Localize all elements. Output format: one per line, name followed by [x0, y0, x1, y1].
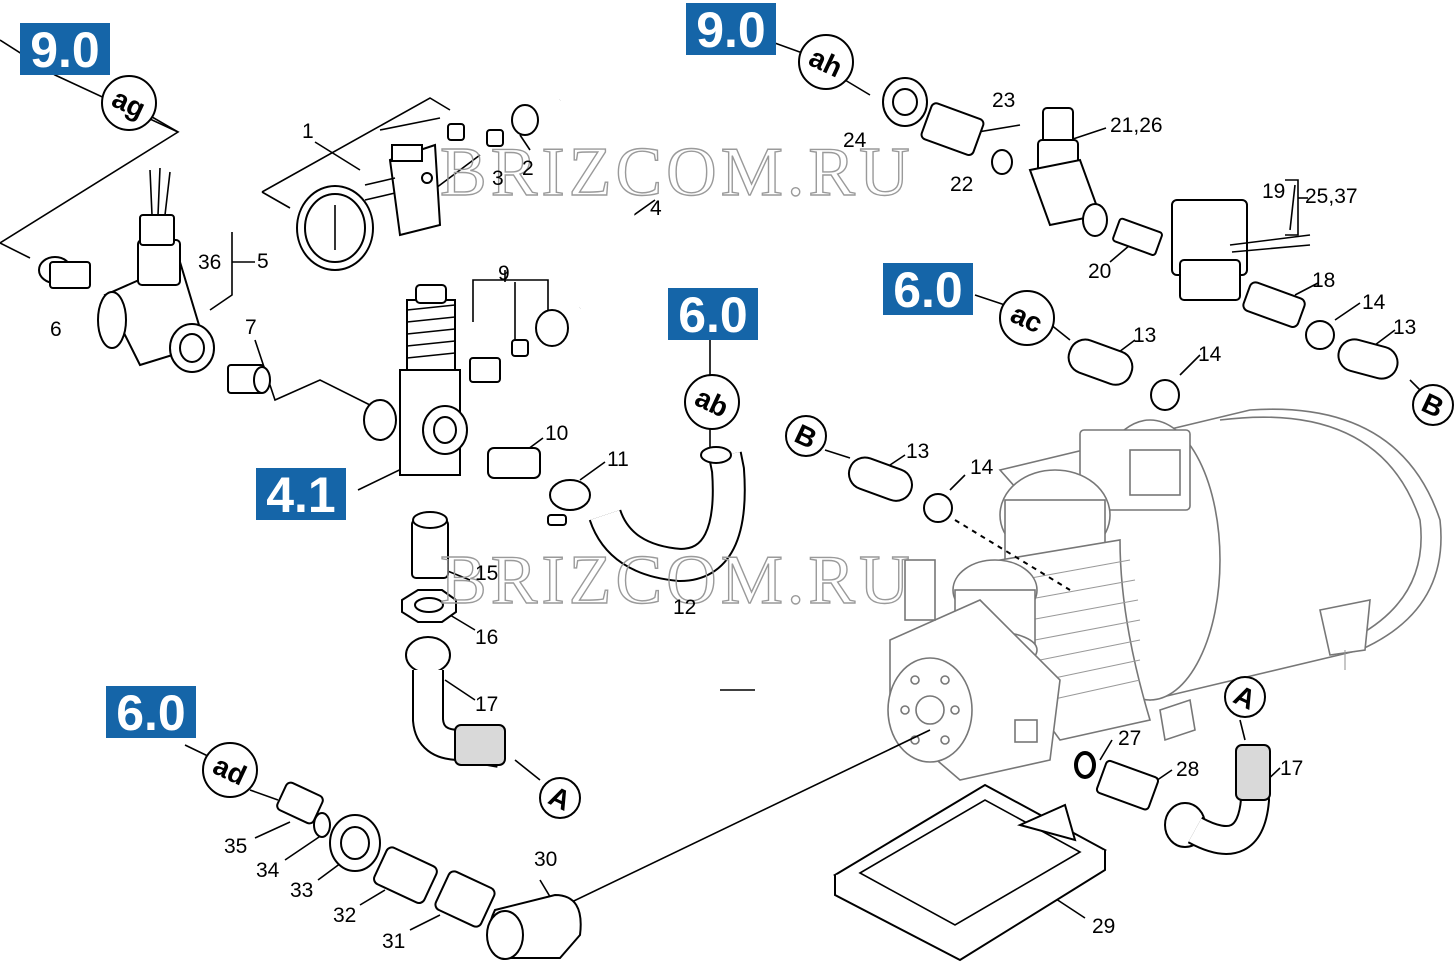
- hidden-line: [954, 519, 1071, 591]
- callout: 18: [1312, 269, 1335, 292]
- callout: 34: [256, 859, 280, 882]
- section-box: [668, 288, 758, 340]
- watermark-middle: BRIZCOM.RU: [440, 542, 914, 619]
- callout: 15: [475, 562, 498, 585]
- callout: 27: [1118, 727, 1141, 750]
- callout: 24: [843, 129, 867, 152]
- callout: 1: [302, 120, 314, 143]
- section-label: 6.0: [893, 262, 963, 318]
- section-label: 4.1: [266, 467, 336, 523]
- callout: 10: [545, 422, 568, 445]
- callout: 14: [1362, 291, 1386, 314]
- section-label: 9.0: [696, 2, 766, 58]
- callout: 13: [1133, 324, 1156, 347]
- section-box: [106, 686, 196, 738]
- callouts: 1 2 3 4 5 6 7 9 10 11 12 13 13 13 14 14 …: [50, 89, 1416, 953]
- callout: 4: [650, 197, 662, 220]
- ref-circle: [202, 742, 258, 798]
- ref-circle: [684, 374, 740, 430]
- watermark-top: BRIZCOM.RU: [440, 134, 914, 211]
- section-label: 6.0: [678, 287, 748, 343]
- ref-circle: [1224, 676, 1266, 718]
- callout: 31: [382, 930, 405, 953]
- callout: 17: [1280, 757, 1303, 780]
- section-box: [686, 3, 776, 55]
- section-label: 6.0: [116, 685, 186, 741]
- callout: 23: [992, 89, 1015, 112]
- callout: 13: [1393, 316, 1416, 339]
- callout: 25,37: [1305, 185, 1358, 208]
- callout: 20: [1088, 260, 1111, 283]
- ref-circle: [101, 75, 157, 131]
- callout: 16: [475, 626, 498, 649]
- callout: 5: [257, 250, 269, 273]
- section-box: [883, 263, 973, 315]
- callout: 6: [50, 318, 62, 341]
- section-box: [20, 23, 110, 75]
- callout: 17: [475, 693, 498, 716]
- ref-circle: [798, 34, 854, 90]
- callout: 11: [607, 448, 629, 471]
- callout: 35: [224, 835, 247, 858]
- section-box: [256, 468, 346, 520]
- callout: 33: [290, 879, 313, 902]
- ref-circle: [785, 415, 827, 457]
- ref-circle: [539, 777, 581, 819]
- parts: [38, 64, 1399, 962]
- section-label: 9.0: [30, 22, 100, 78]
- callout: 30: [534, 848, 557, 871]
- ref-circle: [999, 290, 1055, 346]
- callout: 13: [906, 440, 929, 463]
- callout: 2: [522, 157, 534, 180]
- callout: 19: [1262, 180, 1285, 203]
- callout: 7: [245, 316, 257, 339]
- callout: 9: [498, 262, 510, 285]
- callout: 14: [970, 456, 994, 479]
- callout: 29: [1092, 915, 1115, 938]
- callout: 14: [1198, 343, 1222, 366]
- callout: 32: [333, 904, 356, 927]
- callout: 36: [198, 251, 221, 274]
- callout: 28: [1176, 758, 1199, 781]
- ref-circle: [1412, 384, 1454, 426]
- pump-motor-assembly: [887, 408, 1442, 781]
- callout: 22: [950, 173, 973, 196]
- callout: 21,26: [1110, 114, 1163, 137]
- callout: 12: [673, 596, 696, 619]
- callout: 3: [492, 167, 504, 190]
